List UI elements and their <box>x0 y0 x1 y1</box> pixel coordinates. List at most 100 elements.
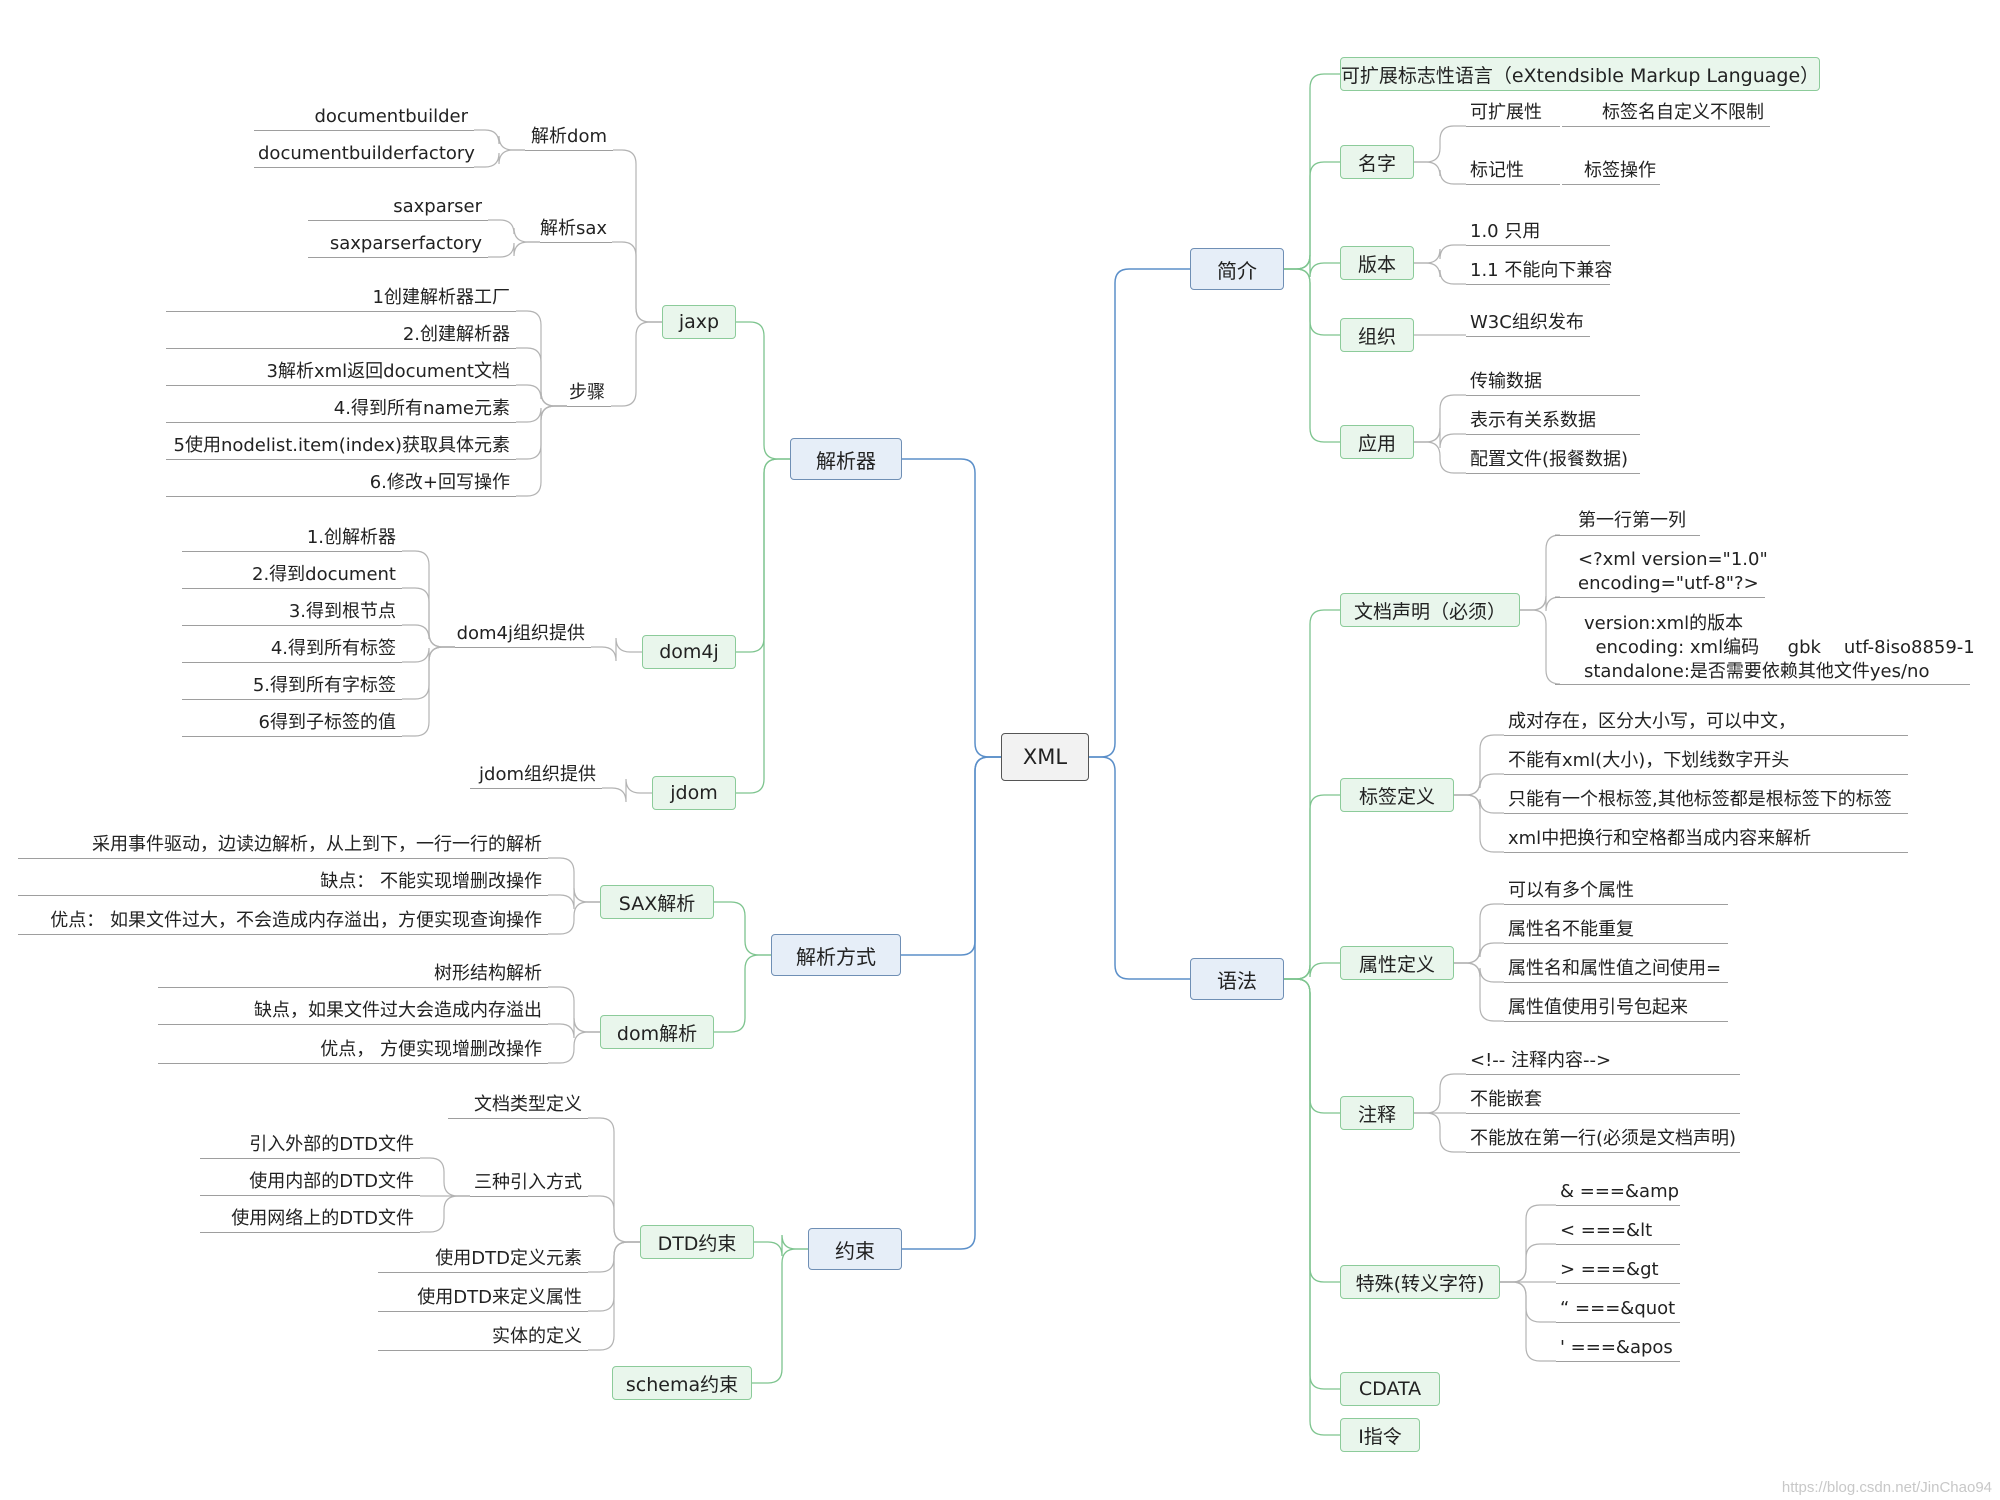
leaf-underline <box>308 257 488 258</box>
leaf-item: 5.得到所有字标签 <box>252 675 396 696</box>
node-dom4j[interactable]: dom4j <box>642 635 736 669</box>
leaf-underline <box>1504 774 1908 775</box>
connector <box>1089 268 1190 758</box>
leaf-underline <box>1504 852 1908 853</box>
leaf-item: 6.修改+回写操作 <box>369 472 510 493</box>
leaf-underline <box>448 1118 588 1119</box>
node-schema[interactable]: schema约束 <box>612 1366 752 1400</box>
leaf-item: 缺点，如果文件过大会造成内存溢出 <box>254 1000 542 1021</box>
connector <box>714 901 771 956</box>
leaf-item: > ===&gt <box>1560 1259 1659 1280</box>
connector <box>402 624 455 648</box>
root-node[interactable]: XML <box>1001 733 1089 781</box>
leaf-item: 2.得到document <box>252 564 396 585</box>
leaf-underline <box>1556 1283 1680 1284</box>
leaf-underline <box>182 588 402 589</box>
leaf-underline <box>1466 336 1590 337</box>
leaf-underline <box>1556 1205 1680 1206</box>
connector <box>420 1157 470 1197</box>
leaf-underline <box>1504 1021 1728 1022</box>
leaf-underline <box>166 496 516 497</box>
leaf-underline <box>1466 284 1610 285</box>
connector <box>402 646 455 737</box>
leaf-item: 4.得到所有标签 <box>270 638 396 659</box>
leaf-item: saxparserfactory <box>329 233 482 254</box>
intro-name[interactable]: 名字 <box>1340 145 1414 179</box>
connector <box>613 149 662 323</box>
leaf-underline <box>166 422 516 423</box>
leaf-underline <box>254 167 474 168</box>
group-label: 解析dom <box>531 126 607 147</box>
leaf-item: 可以有多个属性 <box>1508 880 1634 901</box>
intro-org[interactable]: 组织 <box>1340 318 1414 352</box>
node-jaxp[interactable]: jaxp <box>662 305 736 339</box>
connector <box>1414 1112 1466 1153</box>
syntax-attr[interactable]: 属性定义 <box>1340 946 1454 980</box>
leaf-item: 不能放在第一行(必须是文档声明) <box>1470 1128 1737 1149</box>
connector <box>1454 962 1504 1022</box>
connector <box>474 149 525 168</box>
connector <box>1500 1281 1556 1362</box>
intro-fullname[interactable]: 可扩展标志性语言（eXtendsible Markup Language） <box>1340 57 1820 91</box>
leaf-item: 属性值使用引号包起来 <box>1508 997 1688 1018</box>
connector <box>714 954 771 1033</box>
node-jdom[interactable]: jdom <box>652 776 736 810</box>
connector <box>1284 978 1340 1390</box>
connector <box>488 241 540 258</box>
leaf-item: 1.创解析器 <box>306 527 396 548</box>
connector <box>602 778 652 803</box>
connector <box>1284 254 1340 278</box>
topic-intro[interactable]: 简介 <box>1190 248 1284 290</box>
leaf-underline <box>455 647 591 648</box>
leaf-underline <box>182 736 402 737</box>
leaf-item: 标记性 <box>1470 160 1524 181</box>
syntax-declaration[interactable]: 文档声明（必须） <box>1340 593 1520 627</box>
node-dom[interactable]: dom解析 <box>600 1015 714 1049</box>
leaf-underline <box>525 150 613 151</box>
leaf-underline <box>378 1272 588 1273</box>
topic-syntax[interactable]: 语法 <box>1190 958 1284 1000</box>
topic-parser[interactable]: 解析器 <box>790 438 902 480</box>
leaf-item: 传输数据 <box>1470 371 1542 392</box>
syntax-pi[interactable]: I指令 <box>1340 1418 1420 1452</box>
leaf-item: 文档类型定义 <box>474 1094 582 1115</box>
leaf-item: < ===&lt <box>1560 1220 1653 1241</box>
syntax-escape[interactable]: 特殊(转义字符) <box>1340 1265 1500 1299</box>
leaf-item: 配置文件(报餐数据) <box>1470 449 1629 470</box>
leaf-item: 5使用nodelist.item(index)获取具体元素 <box>173 435 511 456</box>
connector <box>612 241 662 323</box>
leaf-item: 只能有一个根标签,其他标签都是根标签下的标签 <box>1508 789 1892 810</box>
leaf-underline <box>166 385 516 386</box>
topic-constraint[interactable]: 约束 <box>808 1228 902 1270</box>
connector <box>611 321 662 407</box>
connector <box>548 1017 600 1039</box>
leaf-item: 1创建解析器工厂 <box>372 287 510 308</box>
intro-version[interactable]: 版本 <box>1340 246 1414 280</box>
leaf-item: 属性名不能重复 <box>1508 919 1634 940</box>
node-sax[interactable]: SAX解析 <box>600 885 714 919</box>
leaf-item: documentbuilderfactory <box>258 143 475 164</box>
syntax-cdata[interactable]: CDATA <box>1340 1372 1440 1406</box>
leaf-underline <box>166 459 516 460</box>
syntax-comment[interactable]: 注释 <box>1340 1096 1414 1130</box>
topic-methods[interactable]: 解析方式 <box>771 934 901 976</box>
leaf-item: 引入外部的DTD文件 <box>249 1134 414 1155</box>
connector <box>1284 978 1340 1283</box>
syntax-tag[interactable]: 标签定义 <box>1340 778 1454 812</box>
intro-usage[interactable]: 应用 <box>1340 425 1414 459</box>
connector <box>754 1234 808 1257</box>
leaf-underline <box>200 1195 420 1196</box>
group-label: jdom组织提供 <box>479 764 596 785</box>
leaf-item: 标签操作 <box>1584 160 1656 181</box>
connector <box>1284 962 1340 980</box>
leaf-item: 6得到子标签的值 <box>258 712 396 733</box>
leaf-item: version:xml的版本 encoding: xml编码 gbk utf-8… <box>1584 613 1975 682</box>
node-dtd[interactable]: DTD约束 <box>640 1225 754 1259</box>
leaf-underline <box>254 130 474 131</box>
connector <box>1414 427 1466 449</box>
leaf-underline <box>1556 1361 1680 1362</box>
leaf-item: 使用内部的DTD文件 <box>249 1171 414 1192</box>
connector <box>548 901 600 935</box>
leaf-underline <box>182 699 402 700</box>
connector <box>588 1195 640 1243</box>
